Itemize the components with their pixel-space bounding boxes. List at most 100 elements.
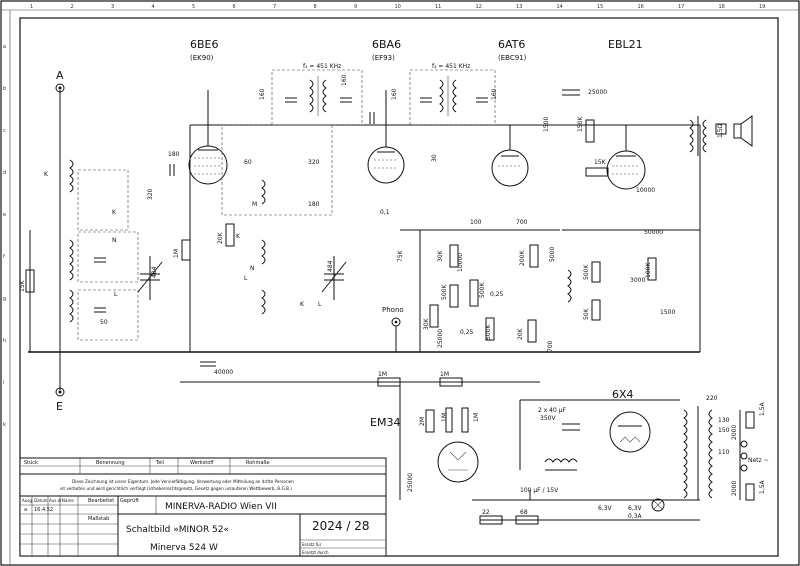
component-label-43: 25000 [588, 89, 607, 96]
tb-doc-model: Minerva 524 W [150, 543, 218, 553]
earth-label: E [56, 400, 63, 413]
tube-6ba6-label: 6BA6 [372, 38, 401, 51]
grid-row-d: d [3, 170, 6, 176]
tube-em34-label: EM34 [370, 416, 400, 429]
grid-col-3: 3 [111, 4, 114, 10]
grid-col-14: 14 [557, 4, 563, 10]
tube-6be6-label: 6BE6 [190, 38, 219, 51]
component-label-2: 160 [391, 88, 398, 100]
component-label-39: 200K [519, 250, 526, 266]
tube-6at6 [491, 125, 529, 187]
component-label-15: K [44, 171, 49, 178]
component-label-68: 6,3V [628, 505, 643, 512]
component-label-75: 2000 [731, 481, 738, 496]
component-label-28: 100 [470, 219, 482, 226]
component-label-64: 100 µF / 15V [520, 487, 559, 494]
grid-row-c: c [3, 128, 6, 134]
grid-col-8: 8 [314, 4, 317, 10]
grid-col-17: 17 [678, 4, 684, 10]
component-label-17: N [112, 237, 117, 244]
component-label-23: K [300, 301, 305, 308]
tb-role-checked: Geprüft [120, 498, 139, 504]
component-label-12: 20K [217, 231, 224, 244]
component-label-51: 500K [583, 264, 590, 280]
component-label-20: K [236, 233, 241, 240]
component-label-50: 100K [645, 262, 652, 278]
tube-em34 [399, 382, 479, 500]
grid-col-10: 10 [395, 4, 401, 10]
tube-6at6-alt: (EBC91) [498, 54, 527, 62]
component-label-14: 50 [100, 319, 108, 326]
tube-6x4 [609, 411, 651, 453]
component-label-21: N [250, 265, 255, 272]
input-coil-group [25, 159, 139, 352]
tube-6ba6-alt: (EF93) [372, 54, 395, 62]
tb-doc-title: Schaltbild »MINOR 52« [126, 525, 229, 535]
component-label-31: 10000 [457, 253, 464, 272]
component-label-32: 500K [441, 284, 448, 300]
tb-rev-row-issue: a [24, 507, 27, 513]
component-label-65: 22 [482, 509, 490, 516]
component-label-30: 30K [437, 249, 444, 262]
component-label-11: 1M [173, 249, 180, 258]
speaker-icon [733, 115, 753, 147]
grid-col-19: 19 [759, 4, 765, 10]
component-label-36: 25000 [437, 329, 444, 348]
power-supply [472, 399, 700, 525]
component-label-37: 0,25 [490, 291, 504, 298]
tb-replaced-by: Ersetzt durch [302, 550, 329, 555]
component-label-19: M [252, 201, 257, 208]
component-label-76: 1,5A [759, 401, 766, 416]
component-label-4: 180 [168, 151, 180, 158]
component-label-66: 68 [520, 509, 528, 516]
grid-row-i: i [3, 380, 4, 386]
antenna-terminal: A [55, 69, 65, 93]
grid-col-6: 6 [233, 4, 236, 10]
component-label-45: 1500 [543, 117, 550, 132]
tube-ebl21-label: EBL21 [608, 38, 643, 51]
component-label-74: 2000 [731, 425, 738, 440]
component-label-33: 500K [479, 282, 486, 298]
grid-col-1: 1 [30, 4, 33, 10]
antenna-label: A [56, 69, 64, 82]
component-label-57: 1M [440, 371, 449, 378]
tb-notice-line-2: ist verboten und wird gerichtlich verfol… [60, 486, 292, 491]
if-frequency-label-1: f₂ = 451 KHz [303, 63, 341, 70]
component-label-9: 484 [151, 266, 158, 278]
tube-6ba6 [367, 90, 405, 184]
grid-col-9: 9 [354, 4, 357, 10]
component-label-73: 110 [718, 449, 730, 456]
tb-rev-name: Name [62, 498, 74, 503]
tube-6x4-label: 6X4 [612, 388, 634, 401]
if-transformer-2 [409, 69, 496, 126]
component-label-70: 220 [706, 395, 718, 402]
component-label-6: 320 [308, 159, 320, 166]
tb-header-name: Benennung [96, 460, 125, 466]
output-transformer [689, 116, 727, 156]
component-label-52: 50K [583, 307, 590, 320]
component-label-29: 700 [516, 219, 528, 226]
component-label-18: L [114, 291, 118, 298]
grid-row-k: k [3, 422, 6, 428]
component-label-22: L [244, 275, 248, 282]
tb-replaces: Ersatz für [302, 542, 322, 547]
tb-rev-row-date: 16.4.52 [34, 507, 53, 513]
ebl21-network [562, 119, 701, 352]
tb-scale-label: Maßstab [88, 516, 109, 522]
tb-rev-change: Aus.dr. [49, 498, 63, 503]
earth-terminal: E [55, 387, 65, 413]
component-label-42: 700 [547, 340, 554, 352]
mains-transformer [683, 406, 755, 501]
grid-row-f: f [3, 254, 5, 260]
component-label-38: 0,25 [460, 329, 474, 336]
component-label-5: 60 [244, 159, 252, 166]
component-label-60: 1M [473, 413, 480, 422]
grid-col-18: 18 [719, 4, 725, 10]
component-label-49: 3000 [630, 277, 645, 284]
component-label-59: 1M [441, 413, 448, 422]
grid-col-4: 4 [152, 4, 155, 10]
